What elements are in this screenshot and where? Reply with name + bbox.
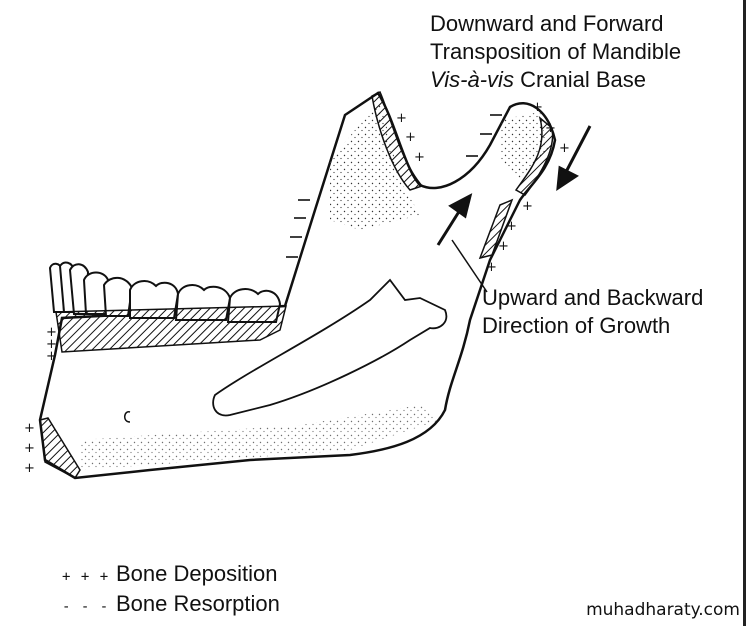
ramus-hatched-area	[478, 198, 514, 260]
watermark: muhadharaty.com	[586, 600, 740, 620]
plus-mark: +	[24, 421, 35, 436]
condyle-dotted-area	[500, 112, 548, 180]
plus-mark: +	[396, 111, 407, 126]
growth-arrows	[436, 125, 592, 246]
mandibular-canal	[212, 278, 448, 417]
downward-forward-arrow	[564, 125, 592, 173]
lower-border-dotted-area	[80, 405, 440, 470]
coronoid-hatched-area	[371, 90, 424, 191]
title-line-2: Transposition of Mandible	[430, 39, 682, 64]
deposition-label: Bone Deposition	[116, 561, 278, 586]
upward-backward-arrow	[436, 209, 462, 246]
title-line-1: Downward and Forward	[430, 11, 664, 36]
deposition-marks: + + + + + + + + + + + + + + + +	[24, 100, 570, 476]
mental-foramen	[124, 411, 131, 423]
plus-mark: +	[545, 121, 556, 136]
legend-resorption: - - - Bone Resorption	[62, 591, 280, 617]
plus-mark: +	[522, 199, 533, 214]
growth-label-line-2: Direction of Growth	[482, 313, 671, 338]
resorption-symbol: - - -	[62, 599, 110, 615]
teeth	[48, 261, 282, 323]
resorption-marks	[286, 114, 502, 258]
title-rest-part: Cranial Base	[513, 67, 647, 92]
condyle-hatched-area	[514, 115, 554, 196]
plus-mark: +	[46, 349, 57, 364]
plus-mark: +	[559, 141, 570, 156]
legend-deposition: + + + Bone Deposition	[62, 561, 277, 587]
resorption-label: Bone Resorption	[116, 591, 280, 616]
deposition-symbol: + + +	[62, 569, 110, 585]
plus-mark: +	[498, 239, 509, 254]
plus-mark: +	[506, 219, 517, 234]
plus-mark: +	[46, 325, 57, 340]
chin-hatched-area	[39, 417, 81, 479]
upward-arrowhead	[448, 193, 473, 219]
title-line-3: Vis-à-vis Cranial Base	[430, 66, 681, 94]
plus-mark: +	[414, 150, 425, 165]
plus-mark: +	[46, 337, 57, 352]
plus-mark: +	[486, 260, 497, 275]
growth-label-line-1: Upward and Backward	[482, 285, 704, 310]
ramus-dotted-area	[330, 100, 420, 230]
alveolar-hatched-band	[55, 305, 287, 353]
title-italic-part: Vis-à-vis	[430, 67, 514, 92]
growth-leader-line	[451, 239, 488, 293]
title-label: Downward and Forward Transposition of Ma…	[430, 10, 681, 94]
right-border	[743, 0, 746, 626]
plus-mark: +	[24, 441, 35, 456]
downward-arrowhead	[556, 165, 579, 192]
plus-mark: +	[532, 100, 543, 115]
plus-mark: +	[405, 130, 416, 145]
plus-mark: +	[24, 461, 35, 476]
growth-direction-label: Upward and Backward Direction of Growth	[482, 284, 703, 340]
